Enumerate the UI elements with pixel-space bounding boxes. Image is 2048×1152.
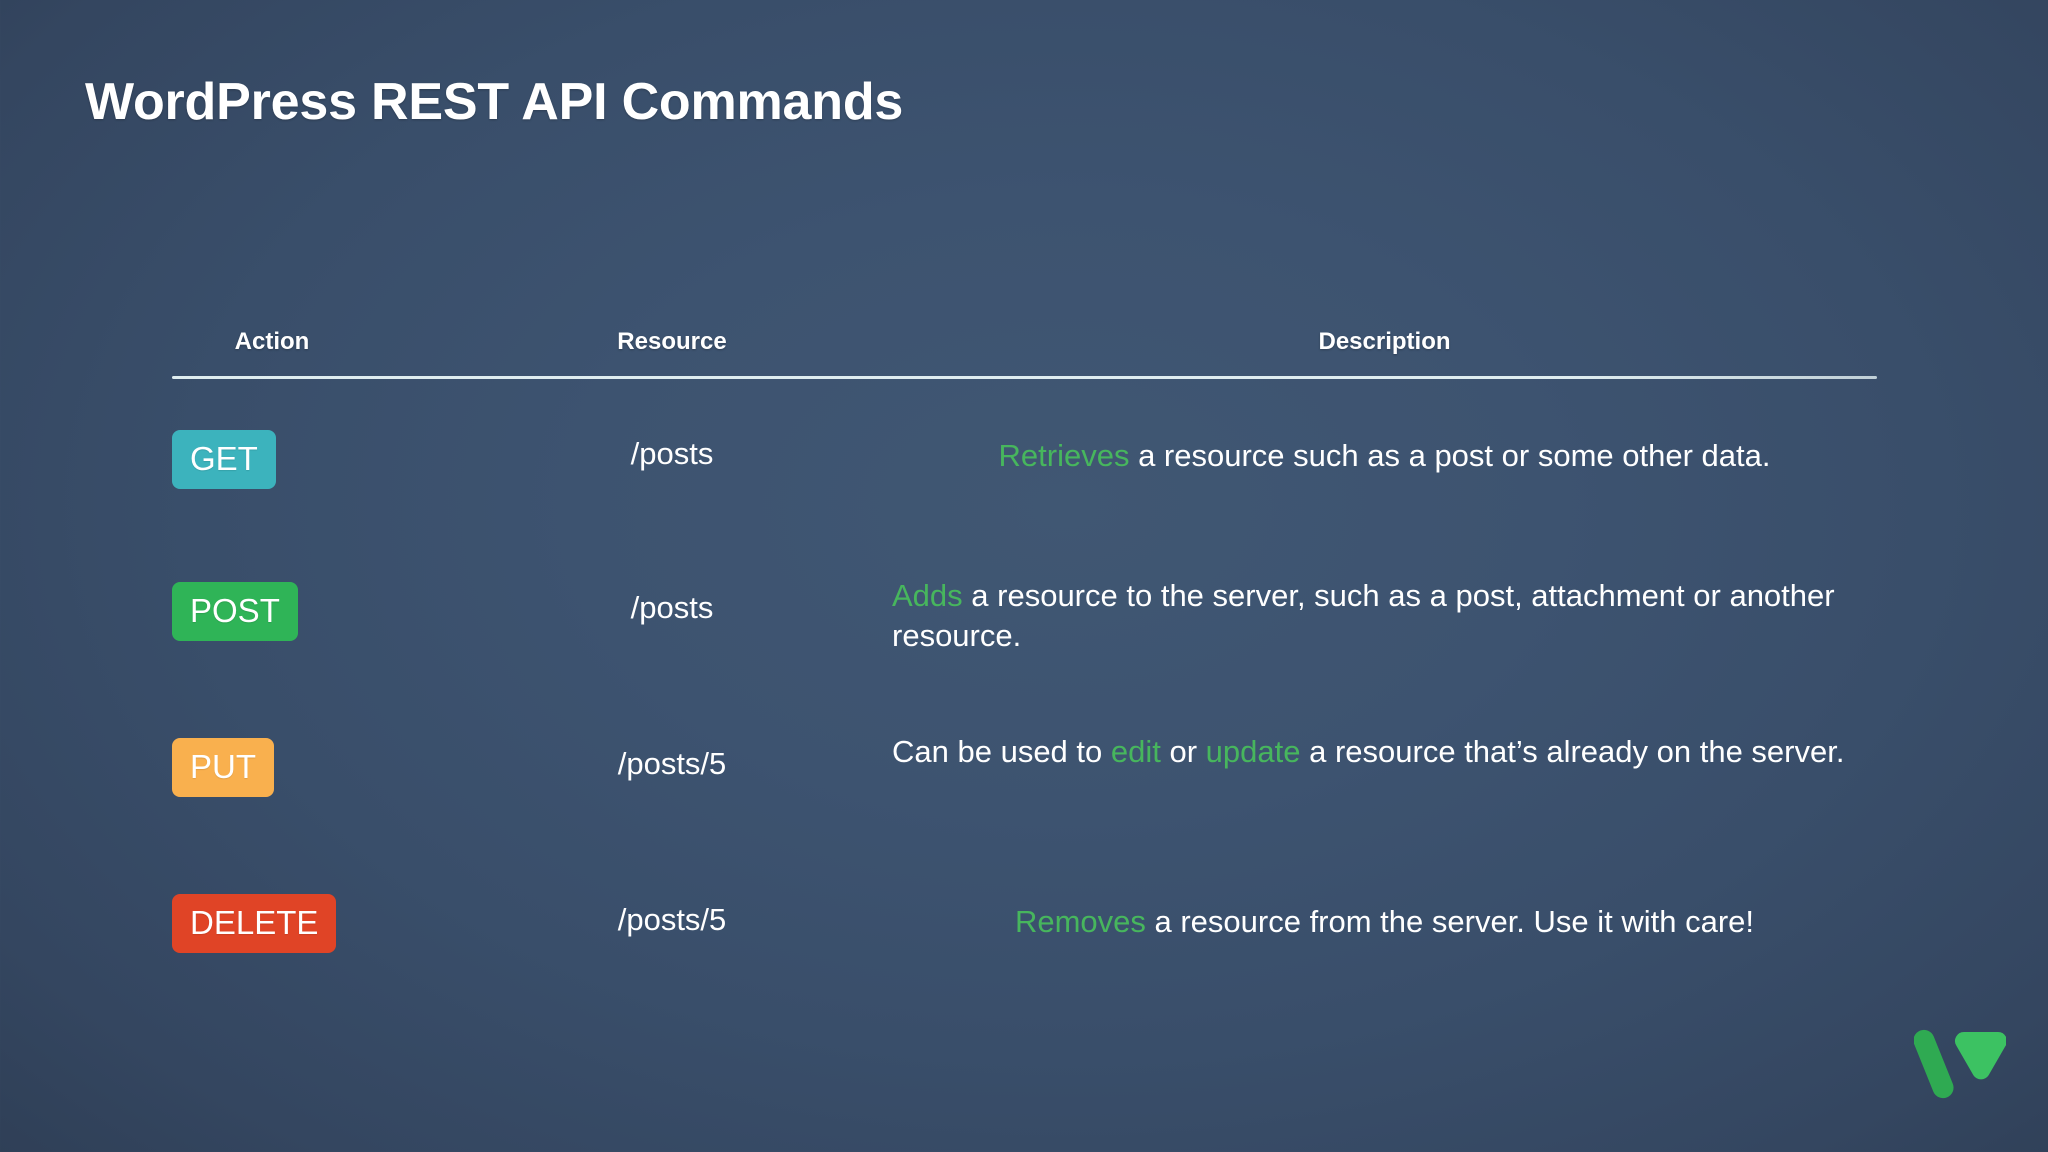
description-fragment-accent: Removes bbox=[1014, 904, 1146, 939]
description-fragment: Can be used to bbox=[892, 734, 1111, 769]
table-row-get: GET/posts Retrieves a resource such as a … bbox=[172, 390, 1877, 548]
cell-description-post: Adds a resource to the server, such as a… bbox=[892, 576, 1877, 657]
description-fragment: a resource from the server. Use it with … bbox=[1145, 904, 1755, 939]
table-row-put: PUT/posts/5 Can be used to edit or update… bbox=[172, 706, 1877, 864]
header-divider bbox=[172, 376, 1877, 379]
cell-description-get: Retrieves a resource such as a post or s… bbox=[892, 436, 1877, 476]
description-fragment-accent: Retrieves bbox=[998, 438, 1130, 473]
description-fragment: or bbox=[1160, 734, 1206, 769]
method-badge-delete[interactable]: DELETE bbox=[172, 893, 337, 953]
cell-description-put: Can be used to edit or update a resource… bbox=[892, 732, 1877, 772]
table-row-post: POST/posts Adds a resource to the server,… bbox=[172, 548, 1877, 706]
cell-resource-delete: /posts/5 bbox=[617, 902, 727, 937]
description-fragment: a resource to the server, such as a post… bbox=[892, 578, 1835, 654]
brand-logo bbox=[1913, 1024, 2007, 1110]
table-body: GET/posts Retrieves a resource such as a … bbox=[172, 390, 1877, 1022]
column-header-resource: Resource bbox=[617, 328, 727, 355]
cell-action-put: PUT bbox=[172, 736, 372, 798]
column-header-description: Description bbox=[1318, 328, 1451, 355]
description-fragment-accent: update bbox=[1205, 734, 1301, 769]
cell-resource-get: /posts bbox=[630, 436, 714, 471]
api-commands-table: Action Resource Description GET/posts Ret… bbox=[172, 320, 1877, 1022]
cell-resource-put: /posts/5 bbox=[617, 746, 727, 781]
method-badge-put[interactable]: PUT bbox=[172, 737, 274, 797]
cell-action-get: GET bbox=[172, 428, 372, 490]
method-badge-get[interactable]: GET bbox=[172, 429, 276, 489]
cell-resource-post: /posts bbox=[630, 590, 714, 625]
description-fragment-accent: edit bbox=[1110, 734, 1161, 769]
cell-description-delete: Removes a resource from the server. Use … bbox=[892, 902, 1877, 942]
table-header-row: Action Resource Description bbox=[172, 320, 1877, 382]
description-fragment: a resource such as a post or some other … bbox=[1129, 438, 1771, 473]
method-badge-post[interactable]: POST bbox=[172, 581, 298, 641]
table-row-delete: DELETE/posts/5 Removes a resource from th… bbox=[172, 864, 1877, 1022]
cell-action-delete: DELETE bbox=[172, 892, 372, 954]
v-logo-icon bbox=[1913, 1029, 2007, 1099]
page-title: WordPress REST API Commands bbox=[85, 73, 904, 131]
description-fragment-accent: Adds bbox=[892, 578, 963, 613]
cell-action-post: POST bbox=[172, 580, 372, 642]
column-header-action: Action bbox=[234, 328, 310, 355]
description-fragment: a resource that’s already on the server. bbox=[1300, 734, 1845, 769]
